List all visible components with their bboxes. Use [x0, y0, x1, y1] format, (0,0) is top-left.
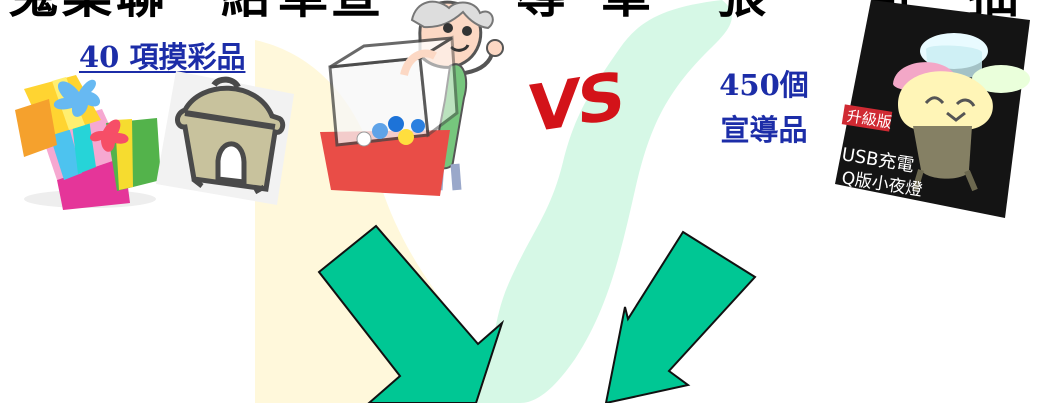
down-right-arrow-icon — [319, 226, 502, 403]
down-left-arrow-icon — [606, 232, 755, 403]
